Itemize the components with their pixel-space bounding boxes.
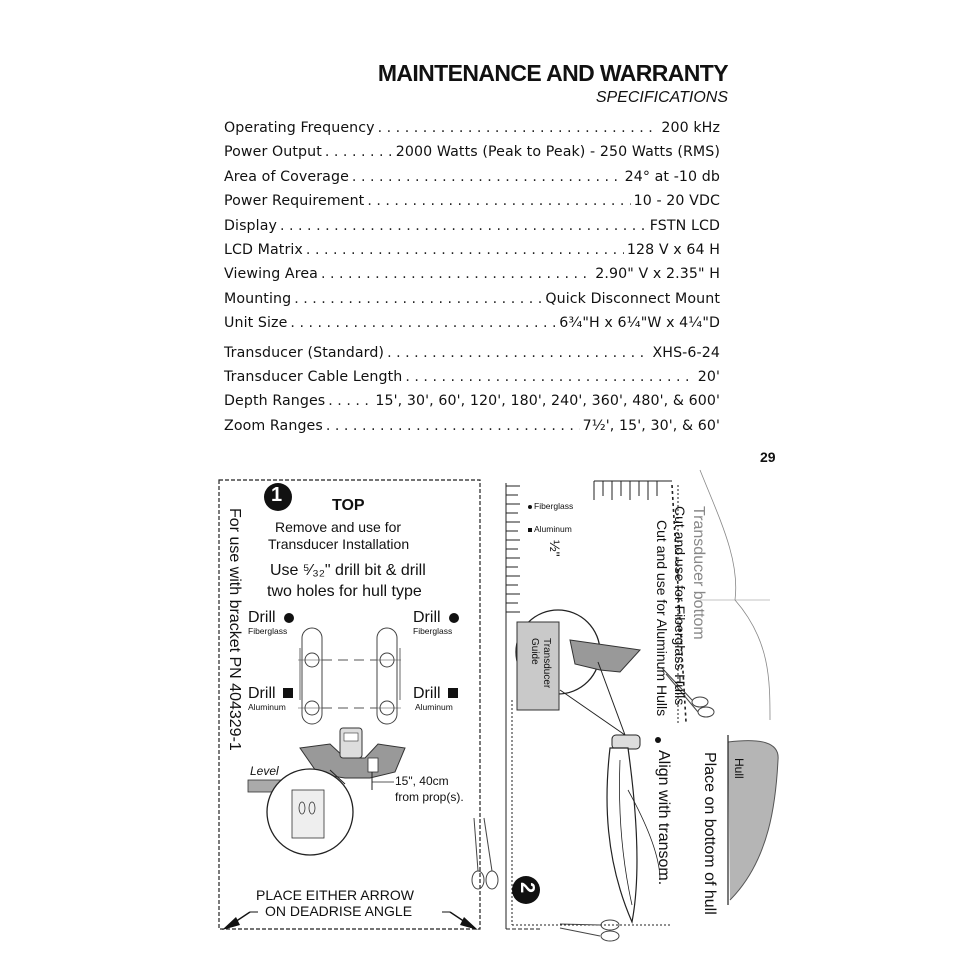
scissors-icon [471, 817, 499, 890]
spec-value: 6³⁄₄"H x 6¹⁄₄"W x 4¹⁄₄"D [559, 315, 720, 332]
drill-label: Drill [413, 609, 441, 626]
fiberglass-label: Fiberglass [534, 501, 574, 511]
spec-value: 10 - 20 VDC [633, 193, 720, 210]
spec-value: 200 kHz [661, 120, 720, 136]
aluminum-label: Aluminum [415, 702, 453, 712]
spec-label: Viewing Area [224, 266, 318, 283]
aluminum-cut-label: Cut and use for Aluminum Hulls [654, 520, 670, 717]
drill-label: Drill [413, 685, 441, 702]
bracket-illustration [247, 727, 406, 856]
fiberglass-label: Fiberglass [413, 626, 453, 636]
prop-distance: 15", 40cm [395, 774, 449, 788]
spec-value: 7¹⁄₂', 15', 30', & 60' [582, 417, 720, 434]
spec-row: Zoom Ranges 7¹⁄₂', 15', 30', & 60' [224, 418, 720, 442]
deadrise-instruction: PLACE EITHER ARROW [256, 887, 414, 903]
spec-row: Transducer Cable Length 20' [224, 369, 720, 393]
transducer-bottom-label: Transducer bottom [690, 506, 707, 640]
drill-slot-left [298, 627, 326, 725]
fiberglass-cut-label: Cut and use for Fiberglass Hulls [672, 506, 688, 706]
step-2-number: 2 [516, 882, 538, 894]
spec-label: Display [224, 217, 277, 234]
spec-label: Area of Coverage [224, 168, 349, 185]
prop-distance: from prop(s). [395, 790, 464, 804]
spec-value: FSTN LCD [649, 217, 720, 234]
step-1-number: 1 [271, 484, 283, 506]
hull-label: Hull [732, 758, 746, 779]
section-subtitle: SPECIFICATIONS [595, 89, 728, 106]
aluminum-square-icon [283, 688, 293, 698]
spec-row: Display FSTN LCD [224, 218, 720, 242]
spec-label: Operating Frequency [224, 120, 375, 136]
remove-instruction: Transducer Installation [268, 536, 410, 552]
spec-label: Transducer Cable Length [224, 368, 403, 385]
step-1-badge [264, 483, 292, 511]
remove-instruction: Remove and use for [275, 519, 402, 535]
page-title: MAINTENANCE AND WARRANTY [377, 60, 729, 86]
deadrise-arrow-right [442, 911, 478, 930]
spec-row: Unit Size 6³⁄₄"H x 6¹⁄₄"W x 4¹⁄₄"D [224, 315, 720, 339]
aluminum-label: Aluminum [248, 702, 286, 712]
spec-label: Zoom Ranges [224, 417, 323, 434]
page-number: 29 [760, 449, 776, 465]
align-instruction: Align with transom. [655, 750, 672, 886]
drill-label: Drill [248, 685, 276, 702]
fiberglass-label: Fiberglass [248, 626, 288, 636]
spec-label: LCD Matrix [224, 241, 303, 258]
drill-label: Drill [248, 609, 276, 626]
spec-label: Power Output [224, 144, 322, 161]
spec-row: Depth Ranges 15', 30', 60', 120', 180', 2… [224, 393, 720, 417]
spec-label: Transducer (Standard) [224, 344, 385, 361]
drill-slot-right [373, 627, 401, 725]
fiberglass-dot-icon [449, 613, 459, 623]
spec-value: 24° at -10 db [624, 168, 720, 185]
transducer-guide-block [516, 621, 560, 711]
spec-row: LCD Matrix 128 V x 64 H [224, 242, 720, 266]
fiberglass-dot-icon [284, 613, 294, 623]
scissors-icon [559, 919, 620, 942]
spec-row: Viewing Area 2.90" V x 2.35" H [224, 266, 720, 290]
spec-value: 128 V x 64 H [626, 241, 720, 258]
drill-instruction: two holes for hull type [267, 583, 422, 600]
aluminum-square-icon [448, 688, 458, 698]
spec-label: Mounting [224, 290, 292, 307]
place-instruction: Place on bottom of hull [701, 752, 718, 915]
ruler-ticks [506, 481, 658, 613]
spec-label: Depth Ranges [224, 393, 326, 410]
level-label: Level [250, 764, 279, 778]
step-2-badge [512, 876, 540, 904]
spec-label: Unit Size [224, 315, 288, 332]
scissors-icon [661, 667, 715, 718]
template-1-cutline [218, 479, 481, 930]
spec-value: Quick Disconnect Mount [545, 290, 720, 307]
spec-row: Area of Coverage 24° at -10 db [224, 169, 720, 193]
spec-row: Transducer (Standard) XHS-6-24 [224, 345, 720, 369]
hull-shape [728, 740, 779, 900]
half-inch-mark: ½" [547, 540, 563, 557]
spec-row: Mounting Quick Disconnect Mount [224, 291, 720, 315]
deadrise-arrow-left [222, 911, 258, 930]
spec-row: Power Requirement 10 - 20 VDC [224, 193, 720, 217]
spec-value: 20' [697, 368, 720, 385]
spec-row: Power Output 2000 Watts (Peak to Peak) - … [224, 144, 720, 168]
drill-instruction: Use ⁵⁄₃₂" drill bit & drill [270, 562, 426, 579]
top-label: TOP [332, 497, 365, 514]
spec-value: XHS-6-24 [652, 344, 720, 361]
deadrise-instruction: ON DEADRISE ANGLE [265, 903, 413, 919]
transducer-illustration [606, 734, 661, 925]
spec-value: 2000 Watts (Peak to Peak) - 250 Watts (R… [395, 144, 720, 161]
spec-value: 2.90" V x 2.35" H [595, 266, 720, 283]
specifications-list: Operating Frequency 200 kHz Power Output 2… [224, 120, 720, 442]
spec-value: 15', 30', 60', 120', 180', 240', 360', 4… [375, 393, 720, 410]
aluminum-label: Aluminum [534, 524, 572, 534]
spec-label: Power Requirement [224, 193, 365, 210]
transducer-guide-label: Transducer Guide [529, 638, 552, 689]
spec-row: Operating Frequency 200 kHz [224, 120, 720, 144]
